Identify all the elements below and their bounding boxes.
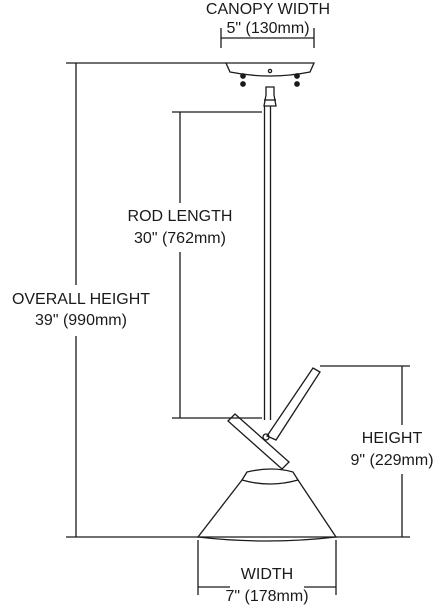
canopy-width-value: 5" (130mm)	[226, 20, 310, 37]
swivel-arm	[227, 367, 321, 470]
overall-height-value: 39" (990mm)	[35, 312, 127, 329]
canopy-width-title: CANOPY WIDTH	[205, 1, 331, 18]
height-title: HEIGHT	[361, 430, 423, 447]
overall-height-dimension-lines	[66, 62, 226, 538]
width-dimension-lines	[197, 540, 337, 595]
shade	[196, 468, 338, 542]
height-dimension-lines	[320, 365, 410, 538]
overall-height-title: OVERALL HEIGHT	[11, 291, 151, 308]
rod-length-value: 30" (762mm)	[134, 230, 226, 247]
rod-length-title: ROD LENGTH	[127, 208, 233, 225]
height-value: 9" (229mm)	[350, 452, 434, 469]
rod	[263, 86, 277, 420]
width-title: WIDTH	[240, 566, 294, 583]
width-value: 7" (178mm)	[225, 588, 309, 605]
canopy	[224, 62, 316, 87]
canopy-width-dimension-lines	[220, 28, 315, 48]
rod-length-dimension-lines	[172, 111, 262, 419]
